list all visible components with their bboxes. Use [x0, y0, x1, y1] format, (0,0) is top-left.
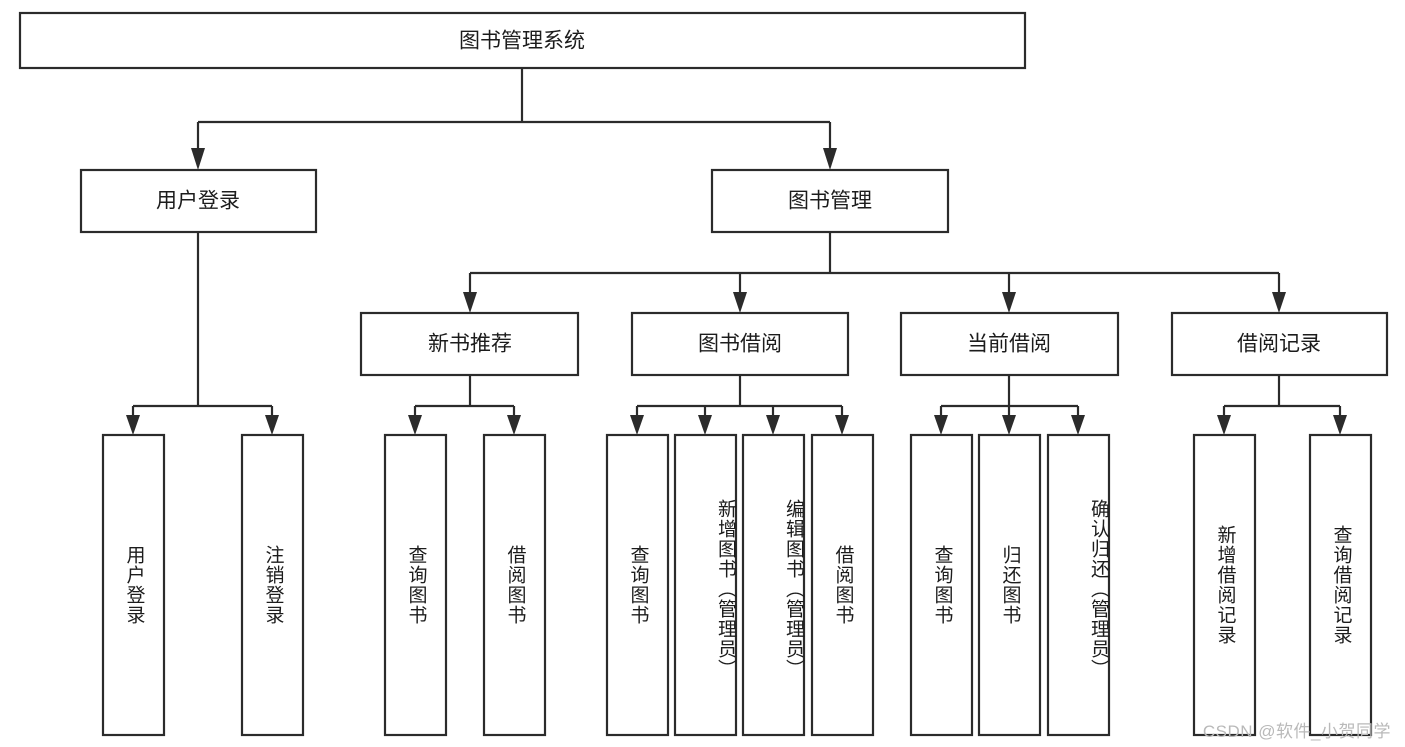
node-leaf-query-book-new-box[interactable]: [383, 433, 448, 737]
node-user-login[interactable]: 用户登录: [79, 168, 318, 234]
node-book-borrow[interactable]: 图书借阅: [630, 311, 850, 377]
arrow-bookborrow-leaf-4: [835, 415, 849, 435]
node-leaf-query-book-borrow-box[interactable]: [605, 433, 670, 737]
node-root[interactable]: 图书管理系统: [18, 11, 1027, 70]
node-new-book-recommend-box[interactable]: [359, 311, 580, 377]
node-current-borrow-box[interactable]: [899, 311, 1120, 377]
node-leaf-borrow-book-new-box[interactable]: [482, 433, 547, 737]
node-book-management-label: 图书管理: [788, 190, 872, 213]
node-leaf-return-book-box[interactable]: [977, 433, 1042, 737]
node-leaf-confirm-return-box[interactable]: [1046, 433, 1111, 737]
node-leaf-add-record-box[interactable]: [1192, 433, 1257, 737]
arrow-bookborrow-leaf-1: [630, 415, 644, 435]
node-user-login-box[interactable]: [79, 168, 318, 234]
arrow-borrowrecord-leaf-1: [1217, 415, 1231, 435]
node-root-label: 图书管理系统: [459, 30, 585, 53]
node-leaf-edit-book-box[interactable]: [741, 433, 806, 737]
node-leaf-borrow-book-box[interactable]: [810, 433, 875, 737]
node-leaf-user-login-box[interactable]: [101, 433, 166, 737]
arrow-to-book-borrow: [733, 292, 747, 313]
arrow-newbook-leaf-1: [408, 415, 422, 435]
arrow-newbook-leaf-2: [507, 415, 521, 435]
node-leaf-query-record-box[interactable]: [1308, 433, 1373, 737]
node-book-borrow-box[interactable]: [630, 311, 850, 377]
arrow-currentborrow-leaf-3: [1071, 415, 1085, 435]
arrow-bookborrow-leaf-2: [698, 415, 712, 435]
arrow-root-to-book-mgmt: [823, 148, 837, 170]
arrow-to-borrow-record: [1272, 292, 1286, 313]
arrow-to-current-borrow: [1002, 292, 1016, 313]
arrow-userlogin-leaf-2: [265, 415, 279, 435]
node-leaf-add-book-box[interactable]: [673, 433, 738, 737]
node-current-borrow-label: 当前借阅: [967, 333, 1051, 356]
node-borrow-record-label: 借阅记录: [1237, 333, 1321, 356]
node-book-management[interactable]: 图书管理: [710, 168, 950, 234]
arrow-currentborrow-leaf-1: [934, 415, 948, 435]
node-current-borrow[interactable]: 当前借阅: [899, 311, 1120, 377]
node-root-box[interactable]: [18, 11, 1027, 70]
node-leaf-query-book-current-box[interactable]: [909, 433, 974, 737]
node-new-book-recommend[interactable]: 新书推荐: [359, 311, 580, 377]
node-book-management-box[interactable]: [710, 168, 950, 234]
node-new-book-recommend-label: 新书推荐: [428, 333, 512, 356]
arrow-bookborrow-leaf-3: [766, 415, 780, 435]
arrow-currentborrow-leaf-2: [1002, 415, 1016, 435]
arrow-to-new-book: [463, 292, 477, 313]
arrow-borrowrecord-leaf-2: [1333, 415, 1347, 435]
connector-layer: [126, 68, 1347, 435]
watermark-text: CSDN @软件_小贺同学: [1202, 722, 1391, 741]
node-user-login-label: 用户登录: [156, 190, 240, 213]
node-borrow-record[interactable]: 借阅记录: [1170, 311, 1389, 377]
node-book-borrow-label: 图书借阅: [698, 333, 782, 356]
arrow-userlogin-leaf-1: [126, 415, 140, 435]
node-borrow-record-box[interactable]: [1170, 311, 1389, 377]
arrow-root-to-user-login: [191, 148, 205, 170]
node-leaf-logout-box[interactable]: [240, 433, 305, 737]
